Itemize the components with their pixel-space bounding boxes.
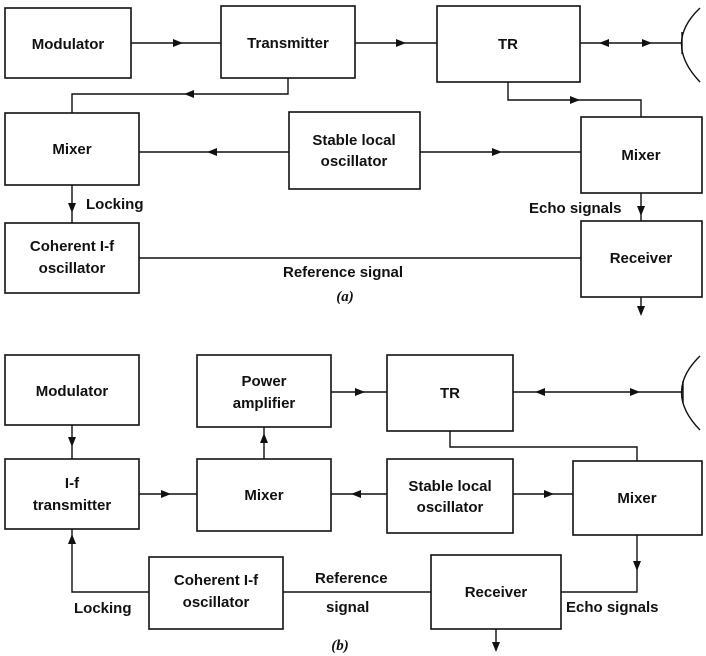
diagram-b: Modulator Power amplifier TR I-f transmi… <box>4 354 703 654</box>
mixer-center-block-b: Mixer <box>196 458 332 532</box>
stalo-block-a: Stable local oscillator <box>288 111 421 190</box>
echo-signals-label-b: Echo signals <box>566 599 659 616</box>
svg-text:Receiver: Receiver <box>610 250 673 267</box>
modulator-block-a: Modulator <box>4 7 132 79</box>
svg-text:oscillator: oscillator <box>321 153 388 170</box>
coho-block-b: Coherent I-f oscillator <box>148 556 284 630</box>
svg-text:amplifier: amplifier <box>233 395 296 412</box>
caption-b: (b) <box>331 638 349 654</box>
svg-text:TR: TR <box>440 385 460 402</box>
receiver-block-b: Receiver <box>430 554 562 630</box>
svg-text:transmitter: transmitter <box>33 497 112 514</box>
svg-text:Transmitter: Transmitter <box>247 35 329 52</box>
coho-block-a: Coherent I-f oscillator <box>4 222 140 294</box>
svg-text:oscillator: oscillator <box>183 594 250 611</box>
svg-text:TR: TR <box>498 36 518 53</box>
receiver-block-a: Receiver <box>580 220 703 298</box>
mixer-left-block-a: Mixer <box>4 112 140 186</box>
stalo-block-b: Stable local oscillator <box>386 458 514 534</box>
echo-signals-label-a: Echo signals <box>529 200 622 217</box>
signal-label-b: signal <box>326 599 369 616</box>
svg-text:oscillator: oscillator <box>39 260 106 277</box>
svg-text:Coherent I-f: Coherent I-f <box>174 572 259 589</box>
svg-text:oscillator: oscillator <box>417 499 484 516</box>
connections-a <box>68 7 701 316</box>
caption-a: (a) <box>336 289 354 305</box>
connections-b <box>68 355 701 652</box>
mixer-right-block-a: Mixer <box>580 116 703 194</box>
svg-text:Power: Power <box>241 373 286 390</box>
if-transmitter-block-b: I-f transmitter <box>4 458 140 530</box>
svg-text:I-f: I-f <box>65 475 80 492</box>
reference-signal-label-a: Reference signal <box>283 264 403 281</box>
tr-block-a: TR <box>436 5 581 83</box>
diagram-a: Modulator Transmitter TR Mixer Stable lo… <box>4 5 703 316</box>
mixer-right-block-b: Mixer <box>572 460 703 536</box>
locking-label-a: Locking <box>86 196 144 213</box>
tr-block-b: TR <box>386 354 514 432</box>
power-amplifier-block-b: Power amplifier <box>196 354 332 428</box>
transmitter-block-a: Transmitter <box>220 5 356 79</box>
svg-text:Mixer: Mixer <box>621 147 660 164</box>
svg-text:Modulator: Modulator <box>36 383 109 400</box>
reference-label-b: Reference <box>315 570 388 587</box>
svg-text:Modulator: Modulator <box>32 36 105 53</box>
svg-text:Mixer: Mixer <box>52 141 91 158</box>
svg-text:Stable local: Stable local <box>408 478 491 495</box>
antenna-dish-b <box>680 355 701 431</box>
locking-label-b: Locking <box>74 600 132 617</box>
svg-text:Mixer: Mixer <box>617 490 656 507</box>
svg-text:Coherent I-f: Coherent I-f <box>30 238 115 255</box>
antenna-dish-a <box>680 7 701 83</box>
svg-text:Mixer: Mixer <box>244 487 283 504</box>
modulator-block-b: Modulator <box>4 354 140 426</box>
svg-text:Receiver: Receiver <box>465 584 528 601</box>
svg-text:Stable local: Stable local <box>312 132 395 149</box>
